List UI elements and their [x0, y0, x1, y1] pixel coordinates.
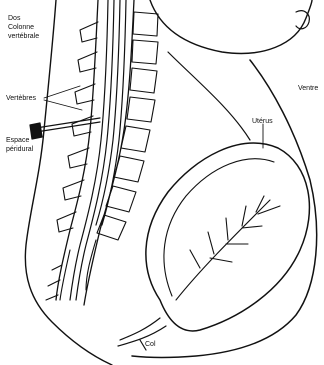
label-dos: Dos: [8, 15, 20, 23]
head-outline: [150, 0, 312, 53]
label-col: Col: [145, 341, 156, 349]
spine-wall-front: [84, 0, 134, 305]
label-vertebrale: vertébrale: [8, 33, 39, 41]
label-ventre: Ventre: [298, 85, 318, 93]
abdomen-contour: [132, 60, 317, 358]
inner-contour: [168, 52, 250, 140]
label-peridural: péridural: [6, 146, 33, 154]
spinal-canal-line-2: [76, 0, 114, 300]
label-colonne: Colonne: [8, 24, 34, 32]
spinal-canal-line-1: [70, 0, 108, 300]
cervix: [118, 318, 166, 350]
leader-lines: [44, 86, 263, 148]
spinal-cord-line-2: [102, 0, 126, 225]
spinal-cord-line-1: [96, 0, 120, 225]
label-uterus: Utérus: [252, 118, 273, 126]
back-contour: [25, 0, 112, 365]
label-espace: Espace: [6, 137, 29, 145]
label-vertebres: Vertèbres: [6, 95, 36, 103]
uterine-branches: [176, 196, 280, 300]
uterus-inner-wall: [164, 159, 274, 296]
